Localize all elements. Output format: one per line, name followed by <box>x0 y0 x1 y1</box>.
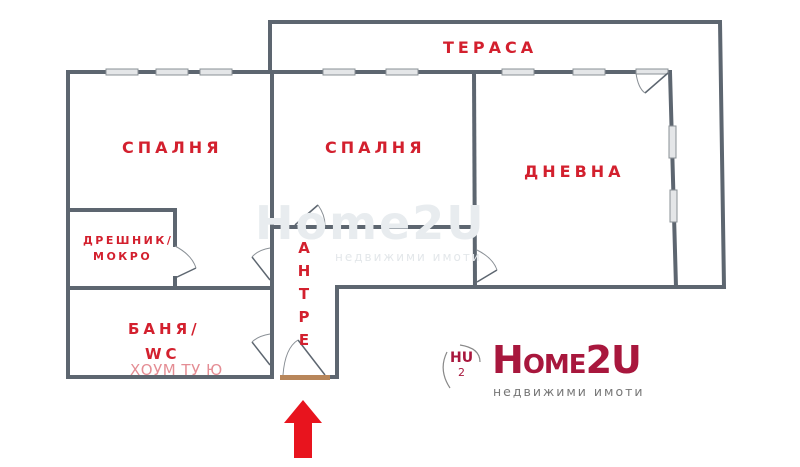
window <box>668 125 677 159</box>
logo-wordmark: HOME2U <box>492 338 642 382</box>
living-right-wall <box>667 69 679 290</box>
room-label-bathroom-line2: WC <box>145 345 181 363</box>
logo-badge-sub: 2 <box>458 366 465 379</box>
window <box>322 68 356 76</box>
entrance-door-threshold <box>280 375 330 380</box>
window <box>501 68 535 76</box>
watermark-text: ХОУМ ТУ Ю <box>130 361 223 379</box>
window <box>155 68 189 76</box>
logo-tagline: недвижими имоти <box>493 384 645 399</box>
room-label-bedroom-2: СПАЛНЯ <box>325 138 426 157</box>
room-label-wardrobe-line1: ДРЕШНИК/ <box>83 234 174 247</box>
room-label-living: ДНЕВНА <box>524 162 625 181</box>
background-watermark: Home2U <box>255 196 486 250</box>
window <box>385 68 419 76</box>
bedroom-living-divider <box>471 69 478 290</box>
window <box>669 189 678 223</box>
room-label-wardrobe-line2: МОКРО <box>93 250 153 263</box>
room-label-bathroom-line1: БАНЯ/ <box>128 320 201 338</box>
window <box>572 68 606 76</box>
background-watermark-sub: недвижими имоти <box>335 250 482 264</box>
window <box>199 68 233 76</box>
room-label-hallway: А Н Т Р Е <box>297 239 311 349</box>
terrace-wall <box>268 20 727 289</box>
logo-badge: HU <box>450 350 474 366</box>
room-label-bedroom-1: СПАЛНЯ <box>122 138 223 157</box>
entrance-arrow-icon <box>284 400 322 458</box>
window <box>105 68 139 76</box>
logo-swoosh-icon <box>442 351 451 389</box>
room-label-terrace: ТЕРАСА <box>443 38 538 57</box>
